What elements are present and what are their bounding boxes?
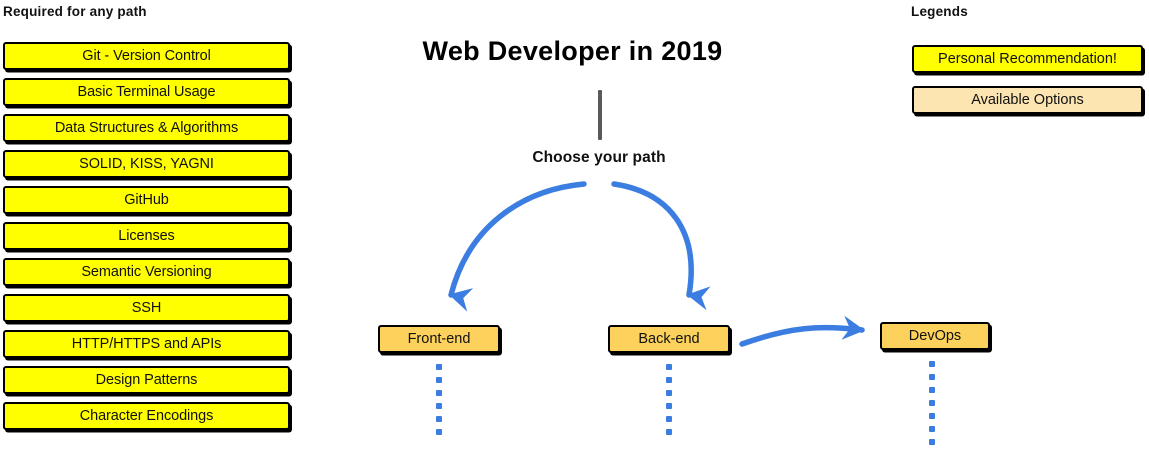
required-item-label: Data Structures & Algorithms [54,119,239,136]
path-box-backend[interactable]: Back-end [608,325,730,353]
page-title: Web Developer in 2019 [0,36,1149,67]
path-label-devops: DevOps [908,327,962,344]
trail-dot [436,390,442,396]
trail-dot [436,403,442,409]
trail-dot [666,429,672,435]
required-item-label: Design Patterns [95,371,198,388]
legend-item-available-options: Available Options [912,86,1143,114]
trail-dot [436,416,442,422]
connector-backend-to-devops [739,315,865,347]
trail-dot [929,374,935,380]
required-item-label: Git - Version Control [82,47,211,64]
required-item-label: Character Encodings [79,407,214,424]
required-item-label: SSH [131,299,162,316]
required-item[interactable]: Semantic Versioning [3,258,290,286]
dotted-continuation-frontend [436,364,442,442]
required-item[interactable]: SOLID, KISS, YAGNI [3,150,290,178]
connector-choose-to-frontend [448,181,587,312]
legend-label-personal-recommendation: Personal Recommendation! [938,50,1117,67]
legend-item-personal-recommendation: Personal Recommendation! [912,45,1143,73]
trail-dot [929,400,935,406]
choose-your-path-text: Choose your path [532,149,666,166]
required-item[interactable]: Design Patterns [3,366,290,394]
required-item[interactable]: HTTP/HTTPS and APIs [3,330,290,358]
legend-label-available-options: Available Options [971,91,1084,108]
trail-dot [929,387,935,393]
required-item-label: Basic Terminal Usage [77,83,216,100]
page-title-text: Web Developer in 2019 [422,36,723,66]
required-item[interactable]: GitHub [3,186,290,214]
trail-dot [929,426,935,432]
trail-dot [436,429,442,435]
required-item-label: GitHub [124,191,169,208]
path-box-devops[interactable]: DevOps [880,322,990,350]
required-item-label: Semantic Versioning [81,263,212,280]
dotted-continuation-backend [666,364,672,442]
required-item-label: Licenses [118,227,175,244]
required-item[interactable]: Data Structures & Algorithms [3,114,290,142]
legends-heading: Legends [911,4,968,19]
path-label-frontend: Front-end [407,330,471,347]
path-label-backend: Back-end [638,330,700,347]
vertical-connector-line [598,90,602,140]
trail-dot [666,390,672,396]
trail-dot [666,364,672,370]
trail-dot [436,364,442,370]
required-item[interactable]: Licenses [3,222,290,250]
connector-choose-to-backend [611,181,711,311]
trail-dot [666,416,672,422]
required-item[interactable]: SSH [3,294,290,322]
required-item[interactable]: Git - Version Control [3,42,290,70]
required-item-label: HTTP/HTTPS and APIs [71,335,222,352]
trail-dot [436,377,442,383]
trail-dot [666,377,672,383]
trail-dot [929,439,935,445]
required-item[interactable]: Character Encodings [3,402,290,430]
required-section-heading: Required for any path [3,4,147,19]
required-item-label: SOLID, KISS, YAGNI [79,155,214,172]
choose-your-path-label: Choose your path [0,149,1149,167]
trail-dot [929,361,935,367]
dotted-continuation-devops [929,361,935,452]
path-box-frontend[interactable]: Front-end [378,325,500,353]
trail-dot [929,413,935,419]
required-item[interactable]: Basic Terminal Usage [3,78,290,106]
trail-dot [666,403,672,409]
